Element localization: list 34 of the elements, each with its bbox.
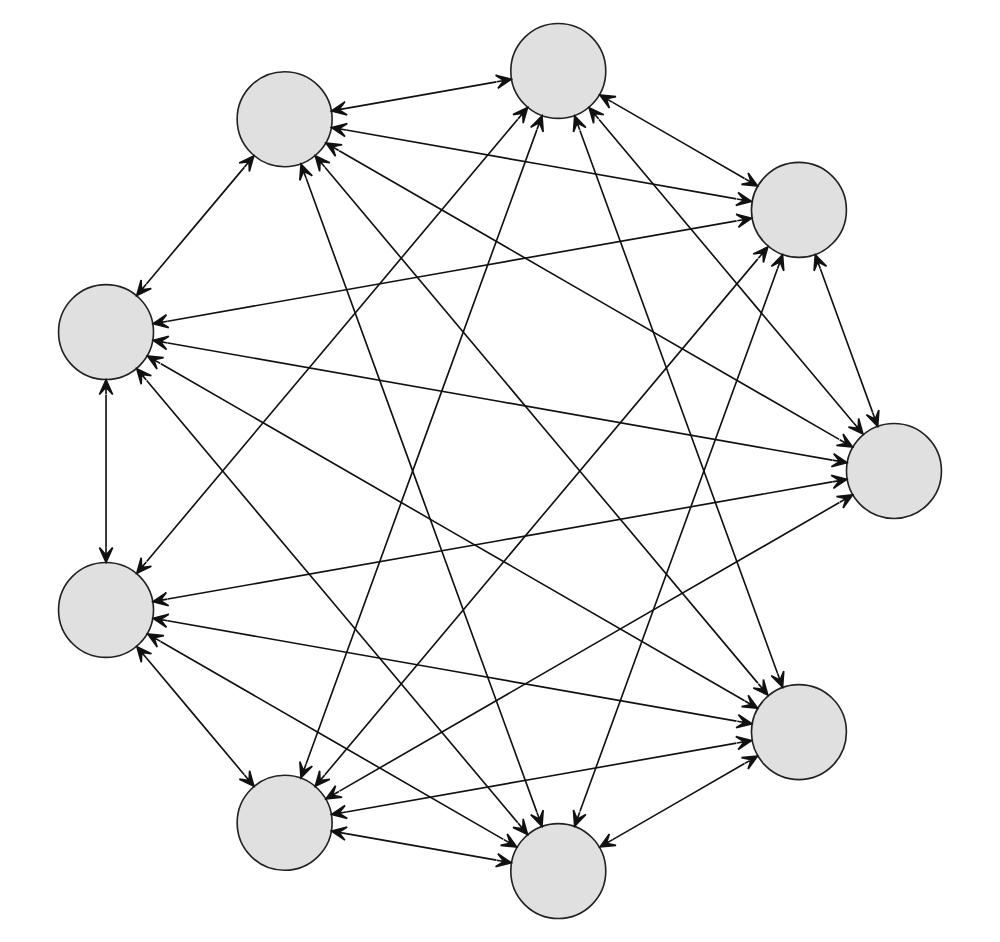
arrow — [152, 335, 848, 468]
arrow — [599, 94, 759, 187]
arrow — [330, 826, 513, 868]
arrow — [599, 755, 759, 848]
arrow — [152, 213, 753, 329]
arrow — [146, 633, 518, 848]
arrow — [330, 122, 753, 207]
node-circle — [510, 822, 607, 920]
node-circle — [236, 774, 333, 872]
arrow — [136, 645, 255, 787]
node-circle — [750, 683, 848, 781]
arrow — [135, 155, 255, 297]
arrow — [152, 613, 753, 729]
node-circle — [236, 70, 333, 168]
arrow — [330, 735, 753, 820]
arrow — [813, 253, 880, 428]
node-circle — [845, 422, 943, 520]
arrow — [314, 246, 769, 788]
arrow — [136, 367, 529, 836]
arrow — [98, 379, 114, 564]
arrow — [314, 154, 769, 696]
arrow — [325, 142, 854, 448]
node-circle — [57, 283, 155, 381]
arrow — [146, 355, 759, 710]
arrow — [588, 106, 864, 435]
arrow — [152, 474, 848, 607]
node-circle — [510, 22, 607, 120]
arrow — [330, 74, 513, 116]
arrow — [572, 115, 785, 688]
arrow — [572, 254, 785, 827]
node-circle — [57, 561, 155, 659]
arrow — [325, 494, 854, 800]
arrow — [136, 106, 529, 575]
node-circle — [750, 161, 848, 259]
